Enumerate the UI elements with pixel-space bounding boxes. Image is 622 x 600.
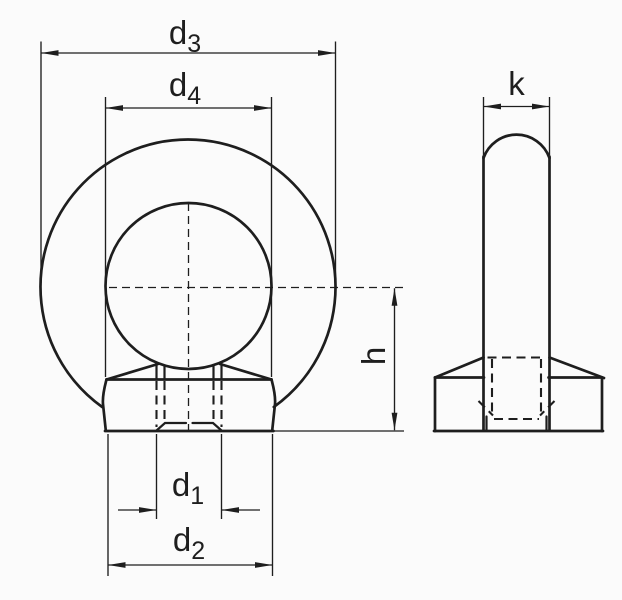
bow-dome-top — [482, 133, 551, 160]
d3-label: d3 — [169, 14, 201, 58]
dimension-d4: d4 — [104, 66, 273, 377]
d4-label: d4 — [169, 66, 201, 110]
k-label: k — [508, 65, 525, 102]
dimension-k: k — [482, 65, 551, 155]
dimension-d1: d1 — [118, 434, 260, 519]
nut-cone-slant-left — [105, 362, 160, 381]
dimension-d2: d2 — [107, 434, 274, 576]
d1-label: d1 — [172, 466, 204, 510]
side-chamfer-hidden-right — [539, 400, 556, 417]
d2-label: d2 — [173, 521, 205, 565]
nut-side-right — [270, 378, 277, 432]
outer-ring-outline — [39, 138, 337, 409]
bore-chamfer-right — [191, 421, 223, 432]
side-chamfer-hidden-left — [477, 400, 494, 417]
nut-side-left — [101, 378, 108, 432]
bore-chamfer-left — [155, 421, 188, 432]
dimension-d3: d3 — [40, 14, 337, 283]
side-view: k — [432, 65, 606, 433]
h-label: h — [355, 347, 392, 365]
base-slant-right — [548, 356, 606, 380]
nut-cone-slant-right — [218, 362, 273, 381]
base-slant-left — [433, 356, 485, 379]
front-view: d3 d4 h d1 d2 — [39, 14, 407, 576]
dimension-h: h — [273, 288, 404, 432]
